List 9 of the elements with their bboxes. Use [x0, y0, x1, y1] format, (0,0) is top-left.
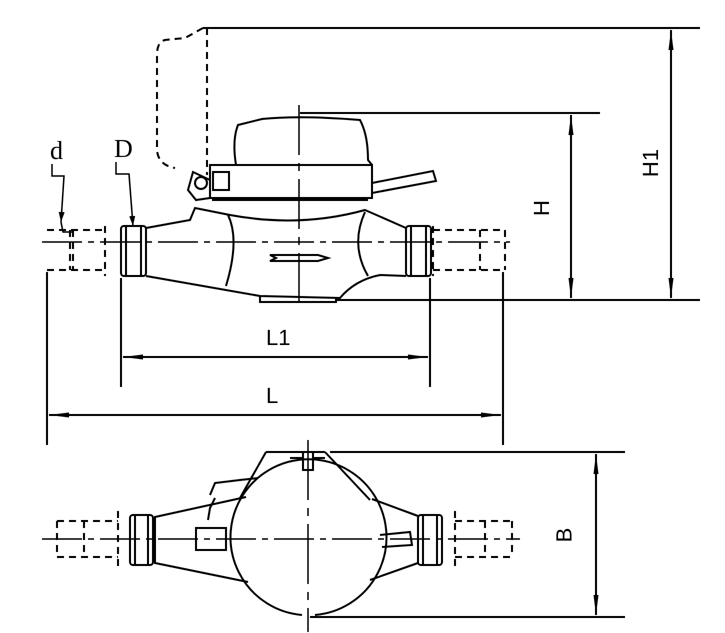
callout-letter: d [50, 138, 63, 164]
dimension-label: B [553, 528, 576, 542]
dimension-label: H [530, 200, 553, 216]
dimension-label: L [266, 385, 278, 407]
leader-line [115, 162, 136, 226]
dimension-label: L1 [266, 327, 290, 349]
leader-line [51, 164, 65, 222]
callout-letter: D [114, 136, 133, 162]
dimension-label: H1 [640, 148, 662, 178]
